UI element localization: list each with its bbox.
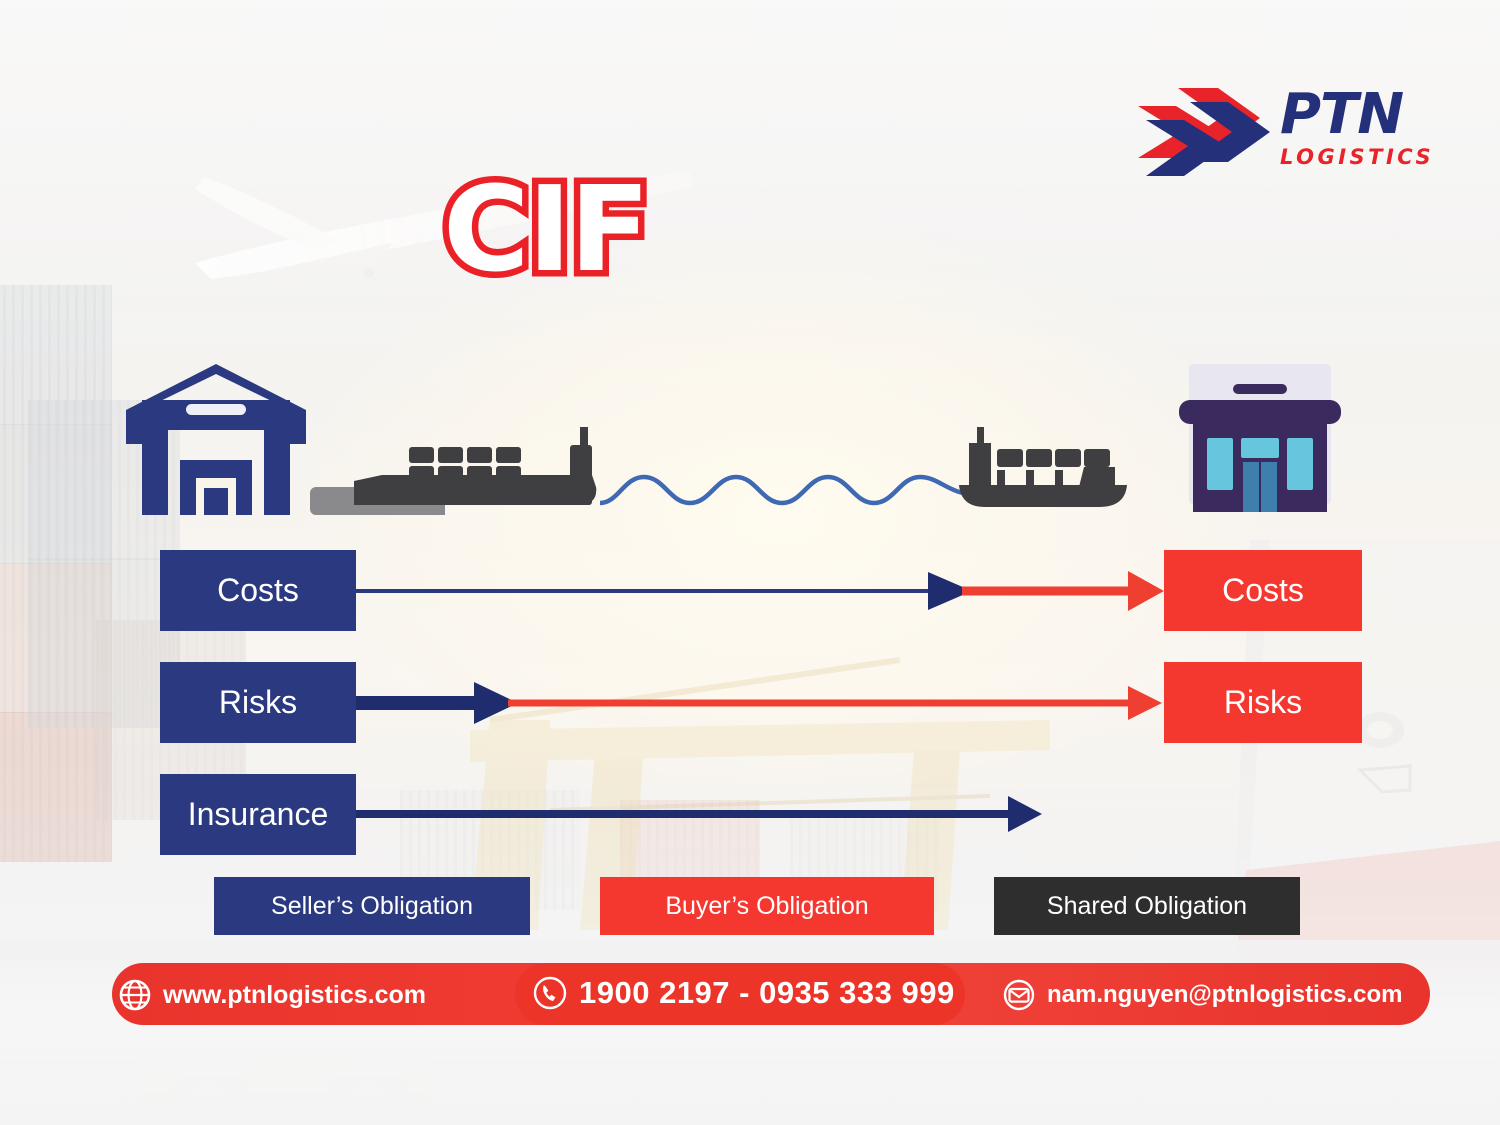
seller-box-costs[interactable]: Costs xyxy=(160,550,356,631)
logo-brand-text: PTN xyxy=(1280,82,1404,147)
cargo-ship-icon xyxy=(354,427,597,505)
seller-box-insurance-label: Insurance xyxy=(187,796,329,832)
seller-box-risks-label: Risks xyxy=(218,684,298,720)
cargo-ship-icon xyxy=(959,427,1127,507)
seller-box-costs-label: Costs xyxy=(217,572,299,608)
warehouse-icon xyxy=(126,364,306,515)
legend-seller-obligation[interactable]: Seller’s Obligation xyxy=(214,877,530,935)
logo-wordmark: PTN LOGISTICS xyxy=(1280,82,1435,169)
legend-shared-obligation[interactable]: Shared Obligation xyxy=(994,877,1300,935)
legend-buyer-obligation[interactable]: Buyer’s Obligation xyxy=(600,877,934,935)
legend-seller-label: Seller’s Obligation xyxy=(271,891,473,920)
legend-buyer-label: Buyer’s Obligation xyxy=(665,891,869,920)
logo-tagline-text: LOGISTICS xyxy=(1280,145,1435,169)
phone-icon xyxy=(532,975,568,1011)
seller-box-insurance[interactable]: Insurance xyxy=(160,774,356,855)
contact-phone-text: 1900 2197 - 0935 333 999 xyxy=(579,975,955,1010)
seller-box-risks[interactable]: Risks xyxy=(160,662,356,743)
storefront-icon xyxy=(1179,364,1341,512)
buyer-box-costs[interactable]: Costs xyxy=(1164,550,1362,631)
contact-website-text: www.ptnlogistics.com xyxy=(163,980,426,1009)
page-title: CIF xyxy=(436,160,656,298)
buyer-box-risks-label: Risks xyxy=(1223,684,1303,720)
contact-email[interactable]: nam.nguyen@ptnlogistics.com xyxy=(1002,978,1402,1012)
buyer-box-costs-label: Costs xyxy=(1222,572,1304,608)
wave-line-icon xyxy=(600,474,980,506)
contact-phone[interactable]: 1900 2197 - 0935 333 999 xyxy=(532,975,955,1011)
contact-website[interactable]: www.ptnlogistics.com xyxy=(118,978,426,1012)
legend-shared-label: Shared Obligation xyxy=(1046,891,1248,920)
contact-phone-pill[interactable] xyxy=(515,963,965,1025)
buyer-box-risks[interactable]: Risks xyxy=(1164,662,1362,743)
globe-icon xyxy=(118,978,152,1012)
brand-logo: PTN LOGISTICS xyxy=(1132,82,1431,182)
envelope-icon xyxy=(1002,978,1036,1012)
contact-email-text: nam.nguyen@ptnlogistics.com xyxy=(1047,981,1403,1008)
chevron-logo-icon xyxy=(1138,88,1270,176)
